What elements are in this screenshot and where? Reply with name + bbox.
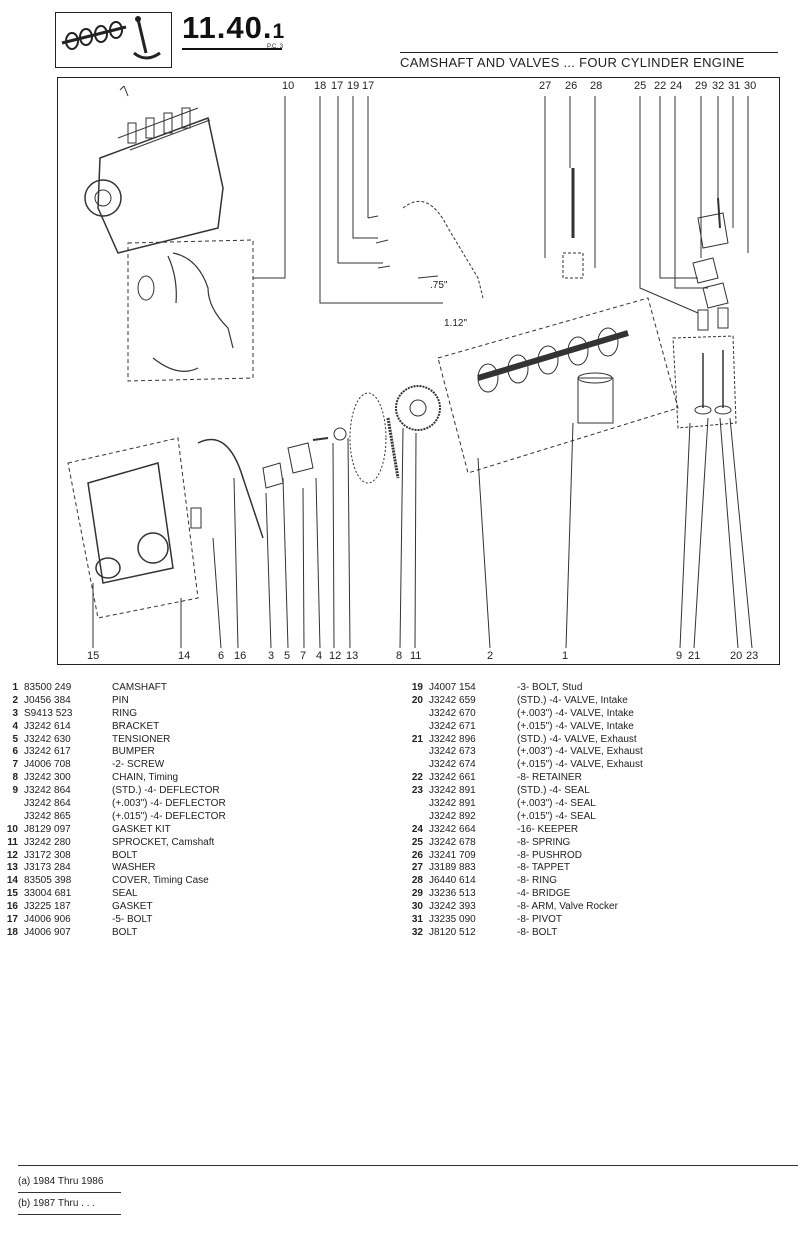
page-title: CAMSHAFT AND VALVES ... FOUR CYLINDER EN… (400, 55, 745, 70)
callout-28: 28 (590, 80, 603, 92)
camshaft-section-icon (55, 12, 172, 68)
diagram-drawing (67, 85, 753, 649)
callout-30: 30 (744, 80, 757, 92)
footnote-b-underline (18, 1214, 121, 1215)
exploded-parts-diagram: 10 18 17 19 17 27 26 28 25 22 24 29 32 3… (57, 77, 780, 665)
callout-16: 16 (234, 650, 247, 662)
callout-25: 25 (634, 80, 647, 92)
callout-18: 18 (314, 80, 327, 92)
footnote-b: (b) 1987 Thru . . . (18, 1198, 96, 1209)
callout-12: 12 (329, 650, 342, 662)
callout-23: 23 (746, 650, 759, 662)
section-number: 11.40.1 (182, 10, 286, 45)
callout-22: 22 (654, 80, 667, 92)
section-number-underline (182, 48, 282, 50)
callout-6: 6 (218, 650, 225, 662)
engine-block-illustration (84, 85, 224, 254)
callout-13: 13 (346, 650, 359, 662)
callout-26: 26 (565, 80, 578, 92)
callout-11: 11 (410, 650, 422, 662)
callout-15: 15 (87, 650, 100, 662)
callout-24: 24 (670, 80, 683, 92)
callout-2: 2 (487, 650, 494, 662)
callout-29: 29 (695, 80, 708, 92)
callout-31: 31 (728, 80, 741, 92)
callout-4: 4 (316, 650, 323, 662)
callout-19: 19 (347, 80, 360, 92)
dimension-112: 1.12" (444, 318, 468, 329)
callout-21: 21 (688, 650, 701, 662)
callout-3: 3 (268, 650, 275, 662)
callout-1: 1 (562, 650, 569, 662)
dimension-075: .75" (430, 280, 448, 291)
title-rule (400, 52, 778, 53)
callout-7: 7 (300, 650, 307, 662)
callout-10: 10 (282, 80, 295, 92)
callout-8: 8 (396, 650, 403, 662)
callout-32: 32 (712, 80, 725, 92)
callout-9: 9 (676, 650, 683, 662)
footer-rule (18, 1165, 798, 1166)
callout-17: 17 (331, 80, 344, 92)
footnote-a-underline (18, 1192, 121, 1193)
callout-20: 20 (730, 650, 743, 662)
callout-17b: 17 (362, 80, 375, 92)
callout-5: 5 (284, 650, 291, 662)
callout-14: 14 (178, 650, 191, 662)
pc-label: P.C. 3 (267, 44, 283, 50)
callout-27: 27 (539, 80, 552, 92)
footnote-a: (a) 1984 Thru 1986 (18, 1176, 104, 1187)
